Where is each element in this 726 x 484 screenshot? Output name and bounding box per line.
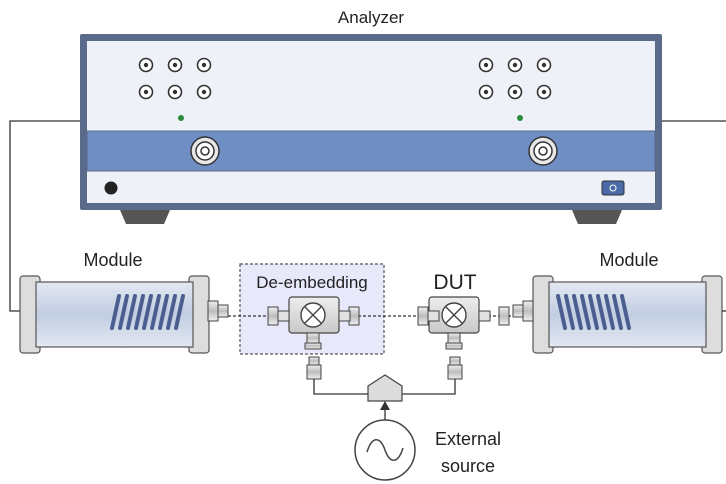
sine-wave-icon [354,419,416,481]
status-led-left [178,115,184,121]
power-splitter-icon [367,374,403,402]
cable-left [9,120,80,312]
module-right-label: Module [599,250,658,270]
de-embedding-label: De-embedding [256,273,368,292]
port-connector-icon[interactable] [190,136,220,166]
usb-port-icon [601,180,625,196]
analyzer-label: Analyzer [338,8,404,27]
dut-label: DUT [433,271,476,294]
vent-grille-icon [110,294,185,330]
lo-cable-right [402,379,456,395]
mixer-x-icon [417,296,510,350]
module-left-label: Module [83,250,142,270]
external-source-label-line2: source [441,456,495,476]
analyzer-foot-right [572,210,622,224]
status-led-right [517,115,523,121]
mixer-x-icon [267,296,360,350]
vent-grille-icon [556,294,631,330]
analyzer-foot-left [120,210,170,224]
module-left [19,275,229,354]
lo-connector-right [447,356,463,380]
power-button-icon[interactable] [104,181,118,195]
external-source-label-line1: External [435,429,501,449]
port-connector-icon[interactable] [528,136,558,166]
module-right [512,275,723,354]
analyzer-instrument [80,34,662,224]
lo-cable-left [313,379,368,395]
lo-connector-left [306,356,322,380]
